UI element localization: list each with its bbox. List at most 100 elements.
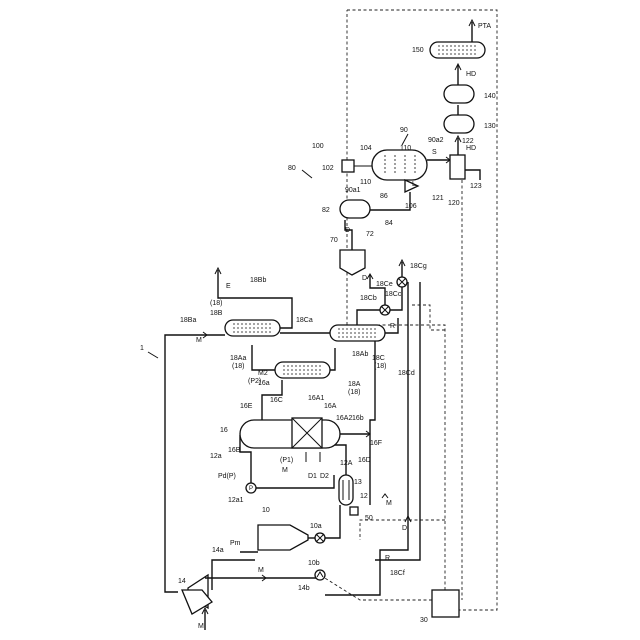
label-12a1: 12a1 [228, 497, 244, 504]
label-18Ba: 18Ba [180, 317, 196, 324]
label-122: 122 [462, 138, 474, 145]
line-10b-up [325, 505, 340, 538]
label-E: E [226, 283, 231, 290]
controller-30 [432, 590, 459, 617]
ref-arrow-80 [302, 170, 312, 178]
label-M-in: M [198, 623, 204, 630]
label-10b: 10b [308, 560, 320, 567]
label-150: 150 [412, 47, 424, 54]
label-10a: 10a [310, 523, 322, 530]
label-M-12: M [386, 500, 392, 507]
label-16B: 16B [228, 447, 241, 454]
ref-arrow-1 [148, 352, 158, 358]
label-18B: 18B [210, 310, 223, 317]
label-140: 140 [484, 93, 496, 100]
unit-120 [450, 155, 465, 179]
label-Pd: Pd(P) [218, 473, 236, 480]
label-18Ca: 18Ca [296, 317, 313, 324]
label-M-16B: M [282, 467, 288, 474]
label-16D: 16D [358, 457, 371, 464]
label-12: 12 [360, 493, 368, 500]
label-86: 86 [380, 193, 388, 200]
label-14: 14 [178, 578, 186, 585]
label-12a: 12a [210, 453, 222, 460]
label-106: 106 [405, 203, 417, 210]
label-P1: (P1) [280, 457, 293, 464]
line-123 [465, 170, 480, 180]
label-72: 72 [366, 231, 374, 238]
label-102: 102 [322, 165, 334, 172]
label-16A: 16A [324, 403, 337, 410]
control-line-30-pump [320, 575, 432, 600]
label-14a: 14a [212, 547, 224, 554]
label-110: 110 [400, 145, 411, 152]
label-18Cc: 18Cc [385, 291, 402, 298]
box-50 [350, 507, 358, 515]
label-D-70: D [345, 227, 350, 234]
label-18B-paren: (18) [210, 300, 222, 307]
label-D2: D2 [320, 473, 329, 480]
label-90a1: 90a1 [345, 187, 361, 194]
label-70: 70 [330, 237, 338, 244]
label-R-18C: R [390, 323, 395, 330]
label-18Cb: 18Cb [360, 295, 377, 302]
line-18Ab [330, 348, 335, 370]
label-12a1-p: P [249, 486, 253, 492]
vessel-130 [444, 115, 474, 133]
vessel-82 [340, 200, 370, 218]
label-110-b: 110 [360, 179, 371, 186]
label-18Cg: 18Cg [410, 263, 427, 270]
reactor-16 [240, 420, 340, 448]
label-18Cd: 18Cd [398, 370, 415, 377]
line-18Aa [252, 345, 275, 370]
crystallizer-70 [340, 250, 365, 275]
line-14a [212, 560, 255, 590]
label-18Ab: 18Ab [352, 351, 368, 358]
label-13: 13 [354, 479, 362, 486]
label-90: 90 [400, 127, 408, 134]
label-14b: 14b [298, 585, 310, 592]
label-M2: M2 [258, 370, 268, 377]
label-D-low: D [402, 525, 407, 532]
label-16E: 16E [240, 403, 253, 410]
label-18C: 18C [372, 355, 385, 362]
label-18C-paren: (18) [374, 363, 386, 370]
line-72 [345, 220, 352, 250]
label-16A2: 16A2 [336, 415, 352, 422]
label-18-A-paren: (18) [348, 389, 360, 396]
label-18Bb: 18Bb [250, 277, 266, 284]
arrow-M-12 [382, 494, 388, 498]
label-M-18Ba: M [196, 337, 202, 344]
vessel-12 [339, 475, 353, 505]
label-10: 10 [262, 507, 270, 514]
label-104: 104 [360, 145, 372, 152]
label-90a2: 90a2 [428, 137, 444, 144]
ref-arrow-90 [402, 134, 408, 145]
label-100: 100 [312, 143, 324, 150]
label-16C: 16C [270, 397, 283, 404]
label-82: 82 [322, 207, 330, 214]
label-L: L [412, 181, 416, 188]
label-1: 1 [140, 345, 144, 352]
label-R-low: R [385, 555, 390, 562]
label-D1: D1 [308, 473, 317, 480]
control-line-to-reactor [410, 305, 445, 330]
vessel-140 [444, 85, 474, 103]
label-130: 130 [484, 123, 496, 130]
label-HD-140: HD [466, 71, 476, 78]
label-16: 16 [220, 427, 228, 434]
label-123: 123 [470, 183, 482, 190]
label-16b: 16b [352, 415, 364, 422]
label-80: 80 [288, 165, 296, 172]
label-18Aa: 18Aa [230, 355, 246, 362]
label-HD-130: HD [466, 145, 476, 152]
dryer-90 [372, 150, 427, 180]
label-PTA: PTA [478, 23, 491, 30]
hopper-10 [258, 525, 308, 550]
label-16F: 16F [370, 440, 382, 447]
label-84: 84 [385, 220, 393, 227]
label-18-paren-b: (18) [232, 363, 244, 370]
label-S: S [432, 149, 437, 156]
